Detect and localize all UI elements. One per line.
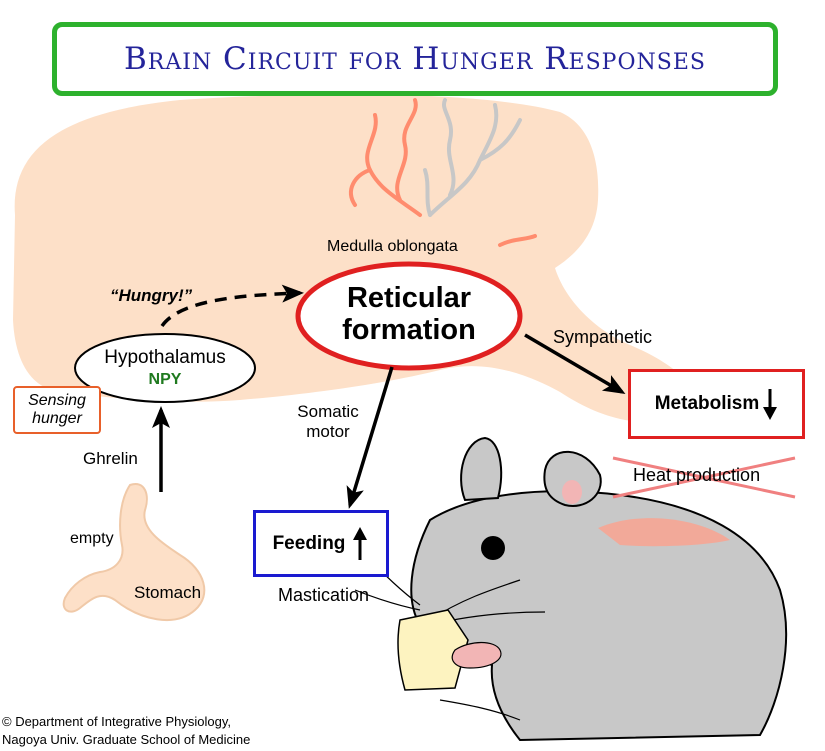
- hypothalamus-text: Hypothalamus: [104, 347, 226, 368]
- npy-text: NPY: [148, 371, 182, 388]
- medulla-label: Medulla oblongata: [327, 238, 458, 255]
- copyright-line-1: © Department of Integrative Physiology,: [2, 714, 232, 729]
- reticular-line-1: Reticular: [346, 282, 472, 314]
- ghrelin-label: Ghrelin: [83, 449, 138, 468]
- page-title: Brain Circuit for Hunger Responses: [124, 41, 706, 77]
- copyright-line-2: Nagoya Univ. Graduate School of Medicine: [2, 732, 251, 747]
- vessel-network-orange: [349, 98, 537, 247]
- reticular-line-2: formation: [342, 314, 476, 346]
- heat-production-cross: [612, 456, 796, 499]
- somatic-line-1: Somatic: [297, 402, 359, 421]
- mouse-ear-left: [460, 436, 503, 502]
- arrow-up-icon: [353, 526, 368, 560]
- copyright-text: © Department of Integrative Physiology, …: [2, 713, 250, 749]
- feeding-box: Feeding: [253, 510, 389, 577]
- mouse-back-patch: [598, 518, 730, 547]
- feeding-text: Feeding: [272, 532, 346, 554]
- somatic-motor-arrow: [346, 366, 394, 509]
- mouse-paw: [451, 641, 502, 669]
- title-box: Brain Circuit for Hunger Responses: [52, 22, 778, 96]
- sympathetic-arrow: [524, 333, 626, 395]
- sympathetic-label: Sympathetic: [553, 327, 653, 347]
- metabolism-box: Metabolism: [628, 369, 805, 439]
- hungry-label: “Hungry!”: [110, 286, 193, 305]
- reticular-formation-label: Reticular formation: [298, 282, 520, 346]
- vessel-network-grey: [423, 98, 522, 217]
- mouse-inner-ear: [562, 480, 582, 504]
- arrow-down-icon: [763, 389, 778, 420]
- mouse-eye: [481, 536, 505, 560]
- hungry-dashed-arrow: [160, 284, 304, 328]
- heat-production-label: Heat production: [633, 465, 761, 485]
- stomach-label: Stomach: [134, 583, 202, 602]
- empty-label: empty: [70, 530, 114, 547]
- hypothalamus-ellipse: [74, 333, 256, 403]
- somatic-line-2: motor: [306, 422, 350, 441]
- sensing-hunger-box: Sensing hunger: [13, 386, 101, 434]
- sensing-line-2: hunger: [32, 410, 82, 427]
- reticular-formation-ellipse: [295, 261, 523, 371]
- mouse-illustration: [354, 436, 788, 742]
- mouse-ear-right: [543, 450, 602, 507]
- somatic-motor-label: Somatic motor: [282, 402, 374, 442]
- metabolism-text: Metabolism: [654, 393, 760, 414]
- mastication-label: Mastication: [278, 585, 370, 605]
- stomach-illustration: [62, 483, 206, 622]
- hypothalamus-label: Hypothalamus NPY: [75, 347, 255, 391]
- sensing-line-1: Sensing: [28, 392, 86, 409]
